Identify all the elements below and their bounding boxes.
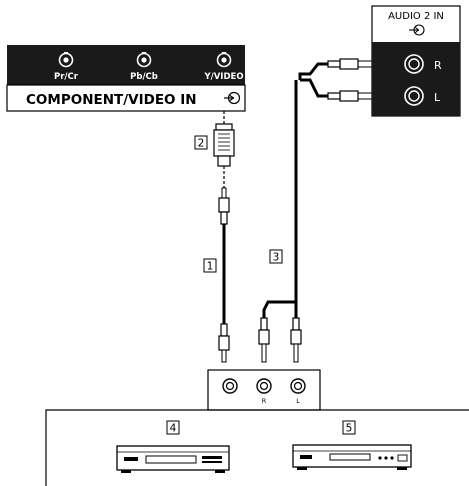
component-panel-dark-area — [7, 45, 245, 85]
component-panel-label-area — [6, 84, 246, 112]
bnc-jack-icon — [216, 52, 232, 68]
bnc-jack-icon — [58, 52, 74, 68]
callout-3: 3 — [269, 249, 283, 264]
callout-2: 2 — [194, 135, 208, 150]
audio-panel-title: AUDIO 2 IN — [388, 11, 444, 22]
audio-panel-r-label: R — [434, 59, 442, 72]
input-arrow-icon — [409, 24, 425, 36]
svg-text:1: 1 — [207, 261, 214, 273]
rca-jack-icon — [256, 378, 272, 394]
jack-label-y-video: Y/VIDEO — [203, 72, 243, 82]
callout-1: 1 — [203, 258, 217, 273]
device-jack-panel: R L — [207, 369, 321, 411]
svg-text:4: 4 — [170, 423, 177, 435]
rca-jack-icon — [222, 378, 238, 394]
callout-4: 4 — [166, 420, 180, 435]
audio-2-in-panel: AUDIO 2 IN R L — [371, 5, 461, 117]
rca-jack-icon — [290, 378, 306, 394]
component-panel-title: COMPONENT/VIDEO IN — [26, 92, 197, 108]
rca-jack-icon — [404, 54, 424, 74]
svg-text:3: 3 — [273, 252, 280, 264]
dvd-player-icon — [292, 444, 412, 470]
input-arrow-icon — [224, 91, 241, 105]
video-cable — [218, 187, 230, 363]
svg-text:2: 2 — [198, 138, 205, 150]
device-jack-r-label: R — [262, 397, 267, 405]
jack-label-pb-cb: Pb/Cb — [130, 72, 158, 82]
external-devices-box — [45, 409, 469, 486]
callout-5: 5 — [342, 420, 356, 435]
vcr-icon — [116, 445, 230, 473]
audio-panel-l-label: L — [434, 91, 441, 104]
svg-text:5: 5 — [346, 423, 353, 435]
audio-cable — [258, 58, 372, 363]
component-video-panel: Pr/Cr Pb/Cb Y/VIDEO COMPONENT/VIDEO IN — [6, 45, 246, 112]
device-jack-l-label: L — [296, 397, 300, 405]
bnc-jack-icon — [136, 52, 152, 68]
jack-label-pr-cr: Pr/Cr — [54, 72, 79, 82]
bnc-rca-adapter — [213, 123, 235, 167]
rca-jack-icon — [404, 86, 424, 106]
